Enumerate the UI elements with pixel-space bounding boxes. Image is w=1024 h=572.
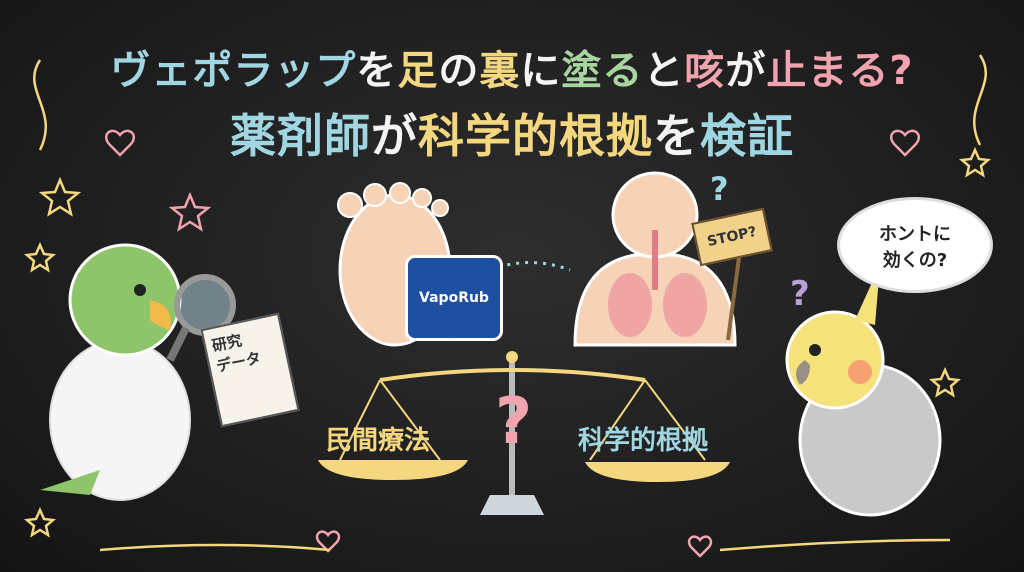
chalk-swirl <box>33 59 47 151</box>
title-segment: を <box>356 48 398 94</box>
chalk-line <box>719 538 951 552</box>
title-segment: ヴェポラップ <box>110 48 357 94</box>
chalk-swirl <box>973 54 987 146</box>
title-segment: が <box>371 109 418 163</box>
body-lungs-illustration <box>573 171 737 347</box>
vaporub-jar: VapoRub <box>405 255 503 341</box>
parrot-scientist-illustration <box>40 243 236 501</box>
sign-pole <box>726 249 742 341</box>
title-line-2: 薬剤師が科学的根拠を検証 <box>0 100 1024 166</box>
bubble-text: 効くの? <box>882 250 948 271</box>
star-icon <box>24 146 991 538</box>
question-mark: ? <box>790 274 810 314</box>
scale-left-label: 民間療法 <box>326 426 431 456</box>
speech-bubble: ホントに 効くの? <box>840 200 990 290</box>
title-line-1: ヴェポラップを足の裏に塗ると咳が止まる? <box>0 38 1024 96</box>
title-segment: 止まる? <box>766 48 914 94</box>
title-segment: 足 <box>397 48 439 94</box>
title-segment: 薬剤師 <box>230 109 371 163</box>
title-segment: 検証 <box>700 109 794 163</box>
title-segment: 科学的根拠 <box>418 109 653 163</box>
title-segment: 咳 <box>684 48 726 94</box>
chalk-line <box>99 543 331 552</box>
title-segment: が <box>725 48 767 94</box>
cockatiel-illustration <box>785 265 942 517</box>
title-segment: に <box>520 48 562 94</box>
star-icon <box>168 191 212 232</box>
jar-label: VapoRub <box>419 290 489 306</box>
scale-right-label: 科学的根拠 <box>578 426 709 456</box>
title-segment: 裏 <box>479 48 521 94</box>
scale-question-mark: ? <box>495 385 533 459</box>
title-segment: 塗る <box>561 48 644 94</box>
balance-scale <box>318 351 730 515</box>
title-segment: を <box>653 109 700 163</box>
sign-text: STOP? <box>705 223 759 251</box>
title-segment: の <box>438 48 480 94</box>
question-mark: ? <box>710 170 729 208</box>
bubble-text: ホントに <box>879 224 951 245</box>
title-segment: と <box>643 48 685 94</box>
dotted-arrow <box>489 261 571 272</box>
